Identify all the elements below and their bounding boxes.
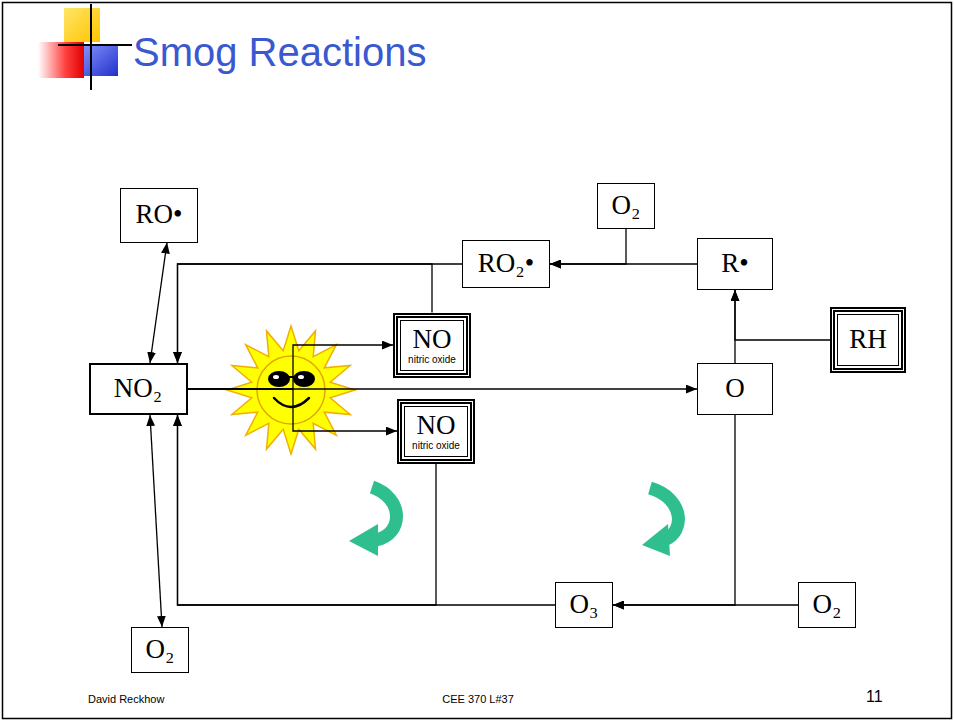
species-box: O₂ — [798, 582, 856, 628]
header-square-yellow — [64, 8, 100, 42]
sunglasses-glint — [273, 375, 279, 379]
emission-box: RH — [830, 307, 906, 373]
cycle-arrow — [642, 488, 678, 556]
reaction-arrow — [188, 345, 394, 389]
reaction-arrow — [550, 263, 697, 264]
reaction-arrow — [188, 389, 398, 431]
species-note: nitric oxide — [412, 440, 460, 451]
page-number: 11 — [866, 688, 883, 706]
reaction-arrow — [150, 415, 162, 627]
species-box: O₂ — [131, 627, 189, 673]
reaction-arrow — [150, 243, 167, 364]
species-formula: O₂ — [612, 191, 641, 221]
header-rule — [90, 4, 92, 90]
species-formula: O — [725, 374, 745, 404]
cycle-arrow-head — [642, 524, 670, 556]
cycle-arrow — [349, 487, 397, 556]
radical-box: R• — [697, 238, 773, 290]
species-formula: NO₂ — [114, 374, 162, 404]
footer-author: David Reckhow — [88, 693, 164, 705]
header-square-red — [38, 42, 84, 78]
species-note: nitric oxide — [408, 354, 456, 365]
species-box: O₂ — [597, 183, 655, 229]
species-box: O₃ — [555, 582, 613, 628]
emission-box: NOnitric oxide — [397, 399, 475, 464]
reaction-arrow — [613, 415, 735, 605]
reaction-arrow — [178, 415, 556, 605]
species-formula: O₃ — [570, 590, 599, 620]
reaction-arrow — [550, 229, 626, 264]
sunglasses — [293, 371, 315, 387]
sun-face — [257, 356, 325, 424]
sunglasses — [288, 376, 295, 378]
radical-box: RO₂• — [462, 240, 550, 288]
header-rule — [58, 44, 132, 46]
header-square-blue — [84, 46, 118, 76]
species-formula: R• — [721, 249, 748, 279]
footer-course: CEE 370 L#37 — [442, 693, 514, 705]
species-formula: O₂ — [146, 635, 175, 665]
species-formula: RO₂• — [478, 249, 534, 279]
species-formula: RO• — [136, 200, 183, 230]
sun-smile — [274, 398, 309, 407]
emission-box: NOnitric oxide — [393, 313, 471, 378]
sunglasses — [268, 371, 290, 387]
species-formula: RH — [849, 325, 887, 355]
reaction-arrow — [735, 290, 830, 340]
reaction-arrow — [613, 604, 798, 605]
species-box: NO₂ — [89, 363, 188, 415]
slide-frame — [3, 3, 952, 719]
radical-box: RO• — [120, 188, 198, 243]
species-formula: NO — [417, 411, 456, 441]
species-formula: NO — [413, 325, 452, 355]
species-box: O — [697, 363, 773, 415]
slide-title: Smog Reactions — [133, 30, 426, 74]
sunglasses-glint — [298, 375, 304, 379]
species-formula: O₂ — [813, 590, 842, 620]
cycle-arrow-head — [349, 524, 378, 556]
